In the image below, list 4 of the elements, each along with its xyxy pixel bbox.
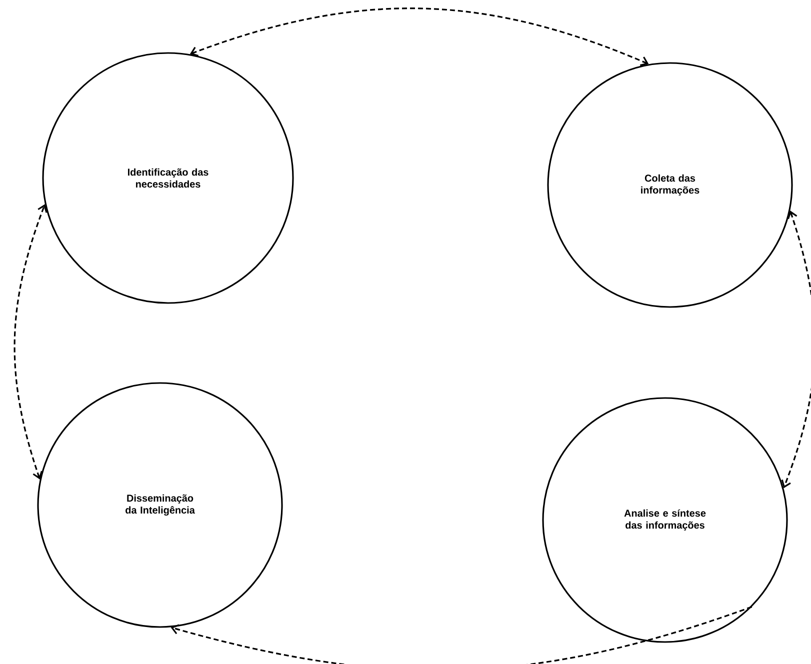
arrow bbox=[14, 204, 48, 480]
arrow bbox=[170, 606, 752, 664]
arrow bbox=[781, 210, 811, 488]
arrow bbox=[190, 8, 649, 66]
